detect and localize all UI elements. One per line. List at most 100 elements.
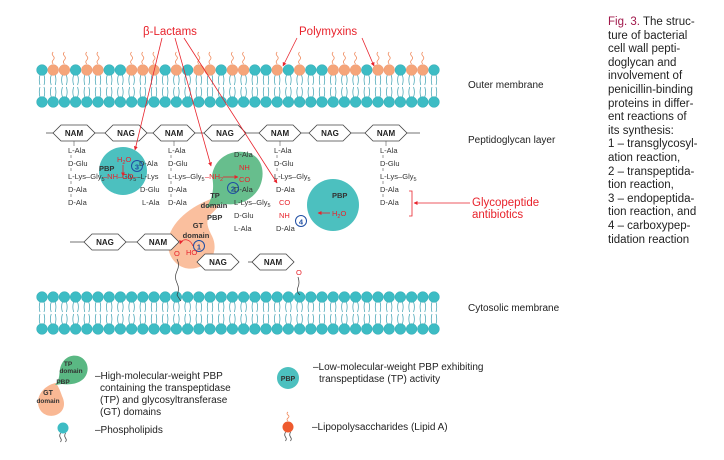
lipid-tail [240,301,247,325]
phospholipid-head [69,64,82,76]
lps-head [238,64,250,76]
phospholipid-head [36,323,48,335]
lps-head [406,64,418,76]
phospholipid-head [305,96,317,108]
nh-label: NH [279,211,290,220]
lps-chain [354,51,357,65]
lps-chain [130,51,133,65]
lps-chain [85,51,89,65]
lipid-tail [307,301,314,325]
lipid-tail [341,74,348,98]
caption-line: doglycan and [608,56,677,69]
phospholipid-head [36,96,48,108]
peptide-residue: L-Lys–Gly5 [274,172,311,183]
glycopeptide-bracket [409,190,413,217]
lipid-tail [139,301,146,325]
legend-gt-domain-icon [38,383,64,416]
nag-label: NAG [216,129,234,138]
phospholipid-head [294,96,306,108]
peptide-residue: L-Lys–Gly5 [168,172,205,183]
phospholipid-head [305,323,317,335]
o-label: O [296,268,302,277]
caption-line: tion reaction, [608,179,674,192]
nam-sugar [136,233,180,251]
lps-chain [63,51,66,65]
peptide-residue: L-Ala [142,198,160,207]
lipid-tail [374,74,382,98]
phospholipid-head [372,291,384,303]
phospholipid-head [260,64,272,76]
lipid-tail [128,301,135,325]
caption-line: involvement of [608,70,683,83]
lipid-tail [374,301,382,325]
peptide-residue: L-Lys–Gly5 [380,172,417,183]
lps-head [383,64,395,76]
phospholipid-head [69,323,82,335]
phospholipid-head [159,96,171,108]
phospholipid-head [327,323,339,335]
lps-chain [197,51,201,65]
caption-line: 1 – transglycosyl- [608,138,698,151]
peptide-residue: D-Glu [274,159,294,168]
phospholipid-head [215,64,227,76]
phospholipid-head [417,96,429,108]
lipid-tail [419,74,426,98]
lps-head [47,64,59,76]
lipid-tail [341,301,348,325]
phospholipid-head [103,64,115,76]
phospholipid-head [137,96,149,108]
lipid-tail [251,301,258,325]
lipid-tail [150,74,158,98]
lipid-tail [296,301,303,325]
phospholipid-head [327,291,339,303]
phospholipid-head [58,323,71,335]
lipid-tail [229,74,236,98]
phospholipid-head [36,291,48,303]
reaction-number-circle [227,182,239,194]
nam-label: NAM [165,129,184,138]
phospholipid-head [81,291,93,303]
phospholipid-head [350,291,362,303]
phospholipid-head [114,291,127,303]
phospholipid-head [204,96,216,108]
lps-chain [421,51,425,65]
peptide-residue: D-Ala [139,159,159,168]
lipid-tail [38,74,46,98]
peptide-residue: L-Lys–Gly5 [234,198,271,209]
phospholipid-head [114,323,127,335]
lipid-tail [274,301,281,325]
lipid-tail [83,301,90,325]
reaction-number: 2 [231,185,235,194]
reaction-number: 4 [299,218,304,227]
phospholipid-head [417,291,429,303]
tp-domain-label: domain [201,201,228,210]
lipid-tail [408,301,415,325]
phospholipid-head [260,323,272,335]
phospholipid-head [350,96,362,108]
phospholipid-head [238,323,250,335]
lipid-tail [184,301,191,325]
lps-head [126,64,138,76]
lipid-tail [72,74,79,98]
lipid-tail [61,74,68,98]
lps-chain [175,51,178,65]
nam-label: NAM [271,129,290,138]
caption-line: 4 – carboxypep- [608,219,691,232]
nag-sugar [196,253,240,271]
legend-lmw-pbp-icon [277,367,299,389]
caption-line: 2 – transpeptida- [608,165,695,178]
phospholipid-head [92,323,104,335]
nag-sugar [104,124,148,142]
lps-chain [298,51,301,65]
phospholipid-head [193,96,205,108]
phospholipid-head [271,291,283,303]
figure-caption: Fig. 3. The struc- ture of bacterial cel… [608,16,724,247]
phospholipid-head [428,291,440,303]
nag-label: NAG [321,129,339,138]
phospholipid-head [58,96,71,108]
phospholipid-head [69,291,82,303]
nam-sugar [364,124,408,142]
caption-line: cell wall pepti- [608,43,681,56]
caption-line: The struc- [639,16,695,28]
lps-head [327,64,339,76]
